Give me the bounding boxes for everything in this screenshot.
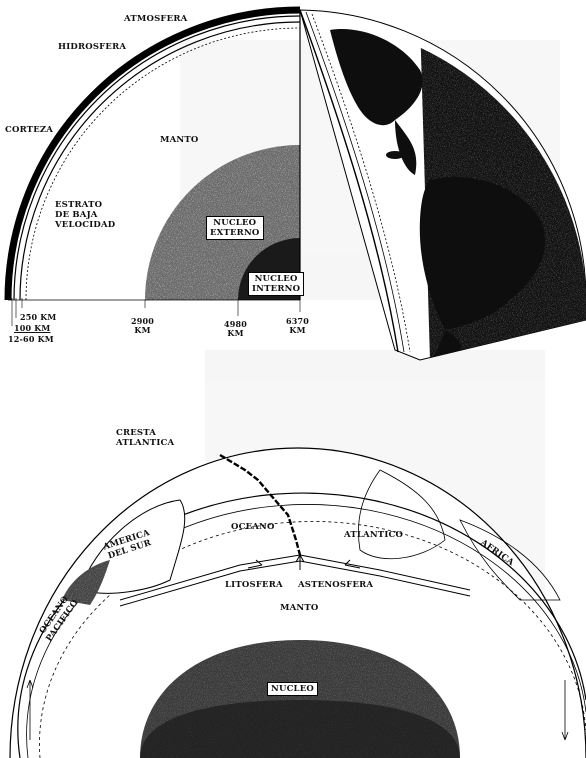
- label-manto-bottom: MANTO: [280, 603, 319, 613]
- depth-2900km: 2900 Km: [131, 317, 154, 335]
- label-oceano: OCEANO: [231, 522, 275, 532]
- label-estrato: ESTRATO DE BAJA VELOCIDAD: [55, 200, 115, 230]
- label-nucleo-externo: NUCLEO EXTERNO: [206, 216, 264, 240]
- label-astenosfera: ASTENOSFERA: [298, 580, 373, 590]
- label-cresta-atlantica: CRESTA ATLANTICA: [116, 428, 174, 448]
- label-corteza: CORTEZA: [5, 125, 53, 135]
- label-litosfera: LITOSFERA: [225, 580, 283, 590]
- depth-100km: 100 Km: [14, 324, 51, 333]
- label-nucleo-interno: NUCLEO INTERNO: [248, 272, 304, 296]
- depth-250km: 250 Km: [20, 313, 57, 322]
- label-nucleo: NUCLEO: [267, 682, 318, 696]
- label-hidrosfera: HIDROSFERA: [58, 42, 126, 52]
- label-manto: MANTO: [160, 135, 199, 145]
- label-atmosfera: ATMOSFERA: [124, 14, 187, 24]
- label-atlantico: ATLANTICO: [344, 530, 403, 540]
- depth-12-60km: 12-60 Km: [8, 335, 54, 344]
- depth-4980km: 4980 Km: [224, 320, 247, 338]
- depth-6370km: 6370 Km: [286, 317, 309, 335]
